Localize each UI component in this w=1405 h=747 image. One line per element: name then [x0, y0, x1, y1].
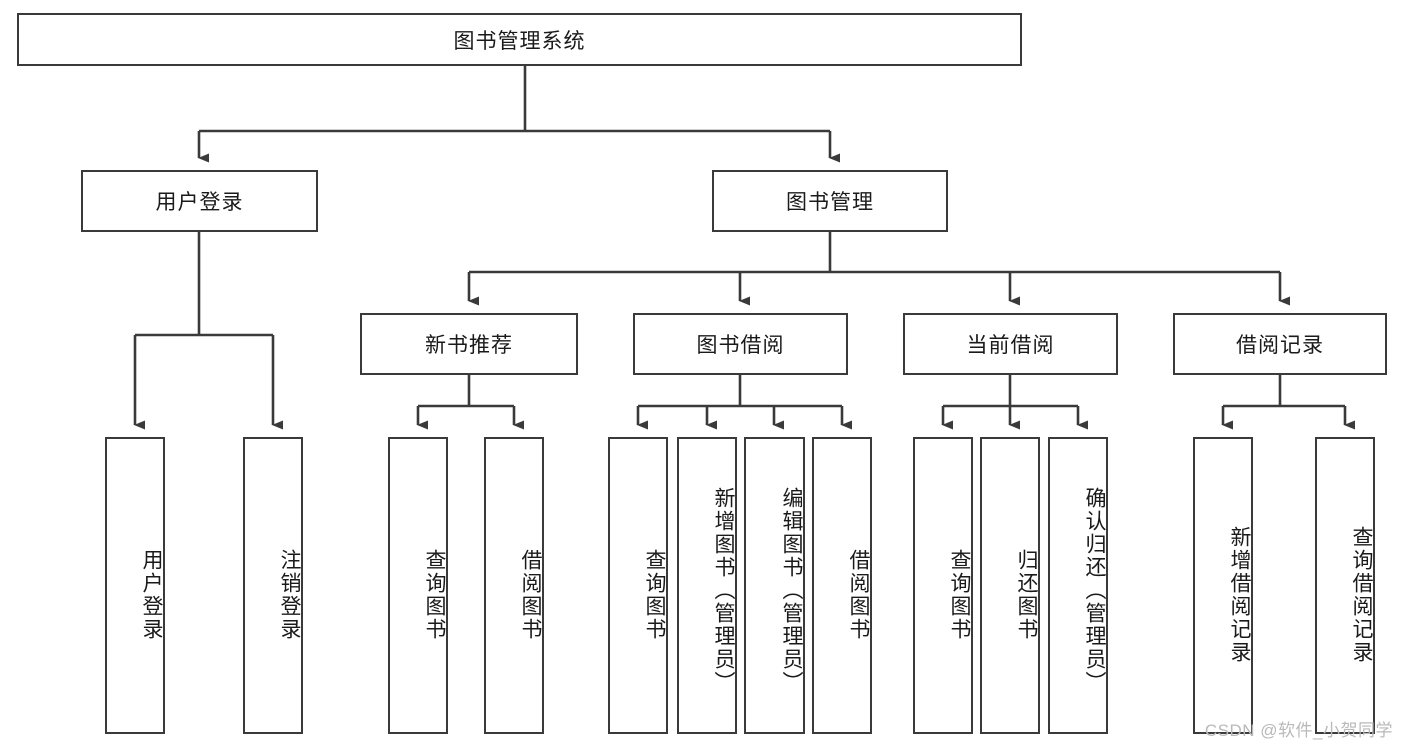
leaf-confirm-return-admin[interactable]: 确认归还（管理员）: [1048, 437, 1108, 734]
csdn-watermark: CSDN @软件_小贺同学: [1204, 721, 1393, 740]
leaf-query-book-rec[interactable]: 查询图书: [388, 437, 448, 734]
node-borrow-record-label: 借阅记录: [1236, 334, 1324, 357]
node-root[interactable]: 图书管理系统: [17, 13, 1022, 66]
leaf-return-book[interactable]: 归还图书: [980, 437, 1040, 734]
leaf-query-borrow-record[interactable]: 查询借阅记录: [1315, 437, 1375, 734]
leaf-edit-book-admin[interactable]: 编辑图书（管理员）: [744, 437, 805, 734]
leaf-user-login-label: 用户登录: [140, 548, 163, 641]
node-new-book-recommend-label: 新书推荐: [425, 334, 513, 357]
leaf-add-borrow-record-label: 新增借阅记录: [1228, 525, 1251, 664]
leaf-query-book-borrow[interactable]: 查询图书: [608, 437, 668, 734]
leaf-borrow-book[interactable]: 借阅图书: [812, 437, 872, 734]
leaf-query-book-rec-label: 查询图书: [423, 548, 446, 641]
leaf-borrow-book-rec[interactable]: 借阅图书: [484, 437, 544, 734]
leaf-query-book-current[interactable]: 查询图书: [913, 437, 973, 734]
leaf-logout-label: 注销登录: [278, 548, 301, 641]
leaf-add-borrow-record[interactable]: 新增借阅记录: [1193, 437, 1253, 734]
leaf-confirm-return-admin-label: 确认归还（管理员）: [1083, 487, 1106, 694]
node-book-management-label: 图书管理: [786, 191, 874, 214]
node-book-management[interactable]: 图书管理: [712, 170, 948, 232]
leaf-borrow-book-label: 借阅图书: [847, 548, 870, 641]
node-current-borrow[interactable]: 当前借阅: [903, 313, 1118, 375]
node-root-label: 图书管理系统: [453, 29, 586, 53]
node-book-borrow[interactable]: 图书借阅: [633, 313, 848, 375]
leaf-user-login[interactable]: 用户登录: [105, 437, 165, 734]
node-user-login[interactable]: 用户登录: [81, 170, 318, 232]
node-borrow-record[interactable]: 借阅记录: [1173, 313, 1387, 375]
leaf-query-book-borrow-label: 查询图书: [643, 548, 666, 641]
node-user-login-label: 用户登录: [155, 191, 244, 214]
leaf-query-borrow-record-label: 查询借阅记录: [1350, 525, 1373, 664]
leaf-return-book-label: 归还图书: [1015, 548, 1038, 641]
node-current-borrow-label: 当前借阅: [966, 334, 1055, 357]
node-book-borrow-label: 图书借阅: [696, 334, 785, 357]
leaf-logout[interactable]: 注销登录: [243, 437, 303, 734]
leaf-add-book-admin-label: 新增图书（管理员）: [712, 487, 735, 694]
leaf-edit-book-admin-label: 编辑图书（管理员）: [780, 487, 803, 694]
leaf-query-book-current-label: 查询图书: [948, 548, 971, 641]
node-new-book-recommend[interactable]: 新书推荐: [360, 313, 578, 375]
leaf-borrow-book-rec-label: 借阅图书: [519, 548, 542, 641]
leaf-add-book-admin[interactable]: 新增图书（管理员）: [677, 437, 737, 734]
